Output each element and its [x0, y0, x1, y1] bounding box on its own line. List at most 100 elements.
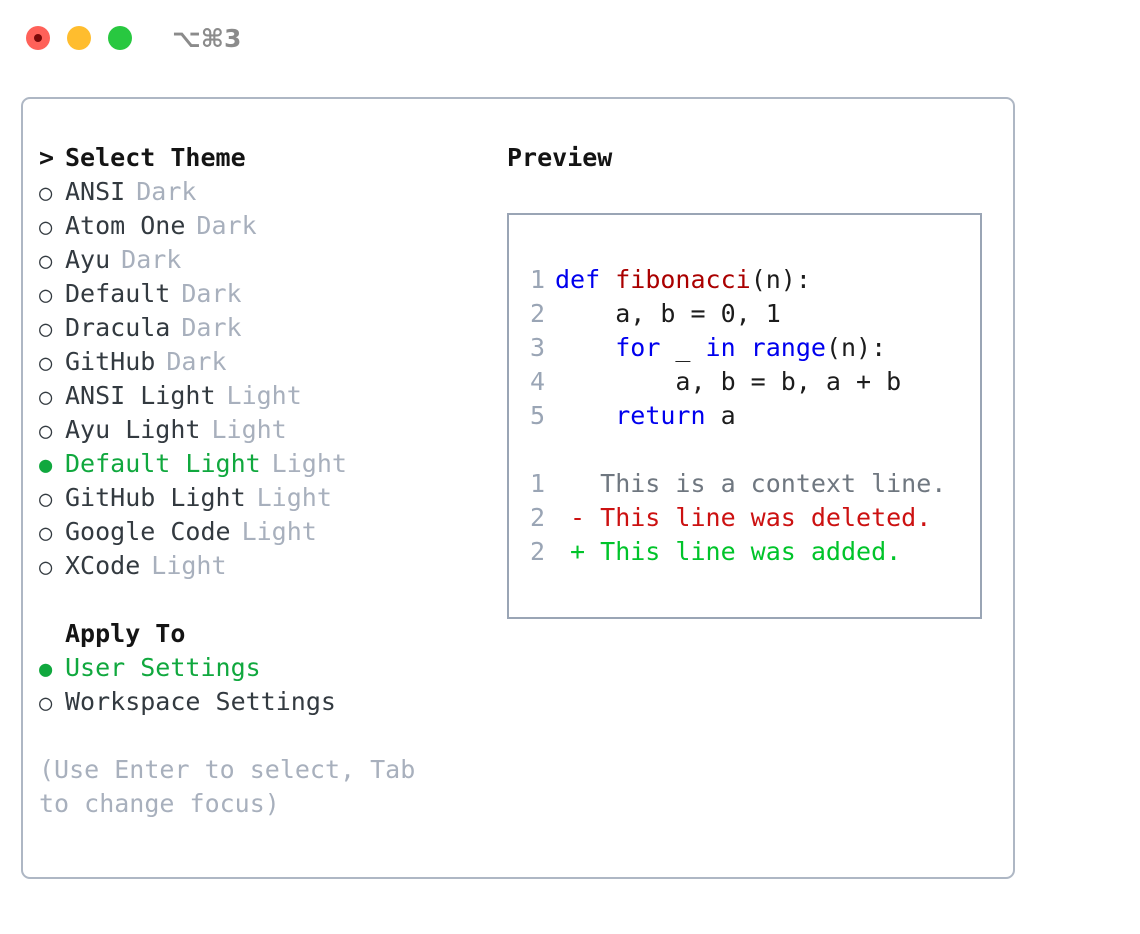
- list-spacer: [39, 583, 489, 617]
- radio-unselected-icon: ○: [39, 249, 53, 274]
- code-line: 4 a, b = b, a + b: [509, 365, 980, 399]
- theme-item-label: GitHub Light: [65, 483, 246, 512]
- theme-item[interactable]: ○ ANSI Dark: [39, 175, 489, 209]
- theme-item-tag: Dark: [181, 313, 242, 342]
- theme-item-tag: Light: [151, 551, 227, 580]
- preview-gap: [509, 433, 980, 467]
- apply-to-item[interactable]: ● User Settings: [39, 651, 489, 685]
- diff-sign: [555, 469, 600, 498]
- apply-to-item[interactable]: ○ Workspace Settings: [39, 685, 489, 719]
- minimize-button[interactable]: [67, 26, 91, 50]
- radio-unselected-icon: ○: [39, 351, 53, 376]
- theme-item-tag: Light: [271, 449, 347, 478]
- code-line-number: 5: [529, 401, 545, 430]
- select-theme-heading: > Select Theme: [39, 141, 489, 175]
- caret-icon: >: [39, 143, 55, 172]
- theme-item-tag: Dark: [136, 177, 197, 206]
- diff-line-text: - This line was deleted.: [555, 501, 931, 535]
- theme-item-label: Ayu: [65, 245, 111, 274]
- code-line-text: a, b = 0, 1: [555, 297, 781, 331]
- code-line-text: a, b = b, a + b: [555, 365, 901, 399]
- code-line: 5 return a: [509, 399, 980, 433]
- theme-item[interactable]: ○ Atom One Dark: [39, 209, 489, 243]
- code-line: 3 for _ in range(n):: [509, 331, 980, 365]
- theme-item-label: Atom One: [65, 211, 186, 240]
- preview-title: Preview: [507, 143, 613, 172]
- apply-to-item-label: Workspace Settings: [65, 687, 336, 716]
- diff-line-number: 1: [529, 469, 545, 498]
- theme-item[interactable]: ○ Dracula Dark: [39, 311, 489, 345]
- code-token: for: [615, 333, 661, 362]
- code-token: def: [555, 265, 616, 294]
- theme-item-label: ANSI Light: [65, 381, 216, 410]
- code-token: fibonacci: [615, 265, 751, 294]
- apply-to-item-label: User Settings: [65, 653, 261, 682]
- theme-item-tag: Light: [256, 483, 332, 512]
- radio-unselected-icon: ○: [39, 317, 53, 342]
- code-token: in range: [705, 333, 826, 362]
- diff-sample: 1 This is a context line.2 - This line w…: [509, 467, 980, 569]
- code-token: [555, 401, 615, 430]
- theme-item-tag: Dark: [196, 211, 257, 240]
- code-line-number: 2: [529, 299, 545, 328]
- diff-content: This is a context line.: [600, 469, 947, 498]
- diff-content: This line was added.: [600, 537, 902, 566]
- theme-item-label: Default: [65, 279, 171, 308]
- radio-unselected-icon: ○: [39, 691, 53, 716]
- apply-to-list: ● User Settings ○ Workspace Settings: [39, 651, 489, 719]
- radio-unselected-icon: ○: [39, 521, 53, 546]
- apply-to-label: Apply To: [65, 619, 186, 648]
- theme-item-tag: Dark: [166, 347, 227, 376]
- theme-item-label: ANSI: [65, 177, 126, 206]
- theme-item-label: Dracula: [65, 313, 171, 342]
- code-token: a, b = 0, 1: [555, 299, 781, 328]
- radio-unselected-icon: ○: [39, 385, 53, 410]
- diff-content: This line was deleted.: [600, 503, 932, 532]
- close-button[interactable]: [26, 26, 50, 50]
- radio-selected-icon: ●: [39, 453, 53, 478]
- theme-item-label: Ayu Light: [65, 415, 201, 444]
- theme-item-tag: Light: [211, 415, 287, 444]
- maximize-button[interactable]: [108, 26, 132, 50]
- theme-item-label: GitHub: [65, 347, 156, 376]
- radio-selected-icon: ●: [39, 657, 53, 682]
- theme-item[interactable]: ○ GitHub Dark: [39, 345, 489, 379]
- code-token: _: [660, 333, 706, 362]
- diff-line-text: This is a context line.: [555, 467, 946, 501]
- radio-unselected-icon: ○: [39, 555, 53, 580]
- radio-unselected-icon: ○: [39, 215, 53, 240]
- radio-unselected-icon: ○: [39, 419, 53, 444]
- code-token: a: [705, 401, 736, 430]
- theme-item[interactable]: ○ Ayu Light Light: [39, 413, 489, 447]
- code-line-text: def fibonacci(n):: [555, 263, 811, 297]
- window-title: ⌥⌘3: [172, 23, 242, 53]
- code-token: (n):: [750, 265, 811, 294]
- code-line: 2 a, b = 0, 1: [509, 297, 980, 331]
- code-line-number: 1: [529, 265, 545, 294]
- diff-sign: -: [555, 503, 601, 532]
- diff-line-text: + This line was added.: [555, 535, 901, 569]
- code-line-number: 4: [529, 367, 545, 396]
- record-dot-icon: [34, 34, 42, 42]
- code-token: return: [615, 401, 706, 430]
- theme-item-label: Google Code: [65, 517, 231, 546]
- radio-unselected-icon: ○: [39, 181, 53, 206]
- code-token: a, b = b, a + b: [555, 367, 902, 396]
- diff-line: 2 + This line was added.: [509, 535, 980, 569]
- select-theme-label: Select Theme: [65, 143, 246, 172]
- code-line-text: for _ in range(n):: [555, 331, 886, 365]
